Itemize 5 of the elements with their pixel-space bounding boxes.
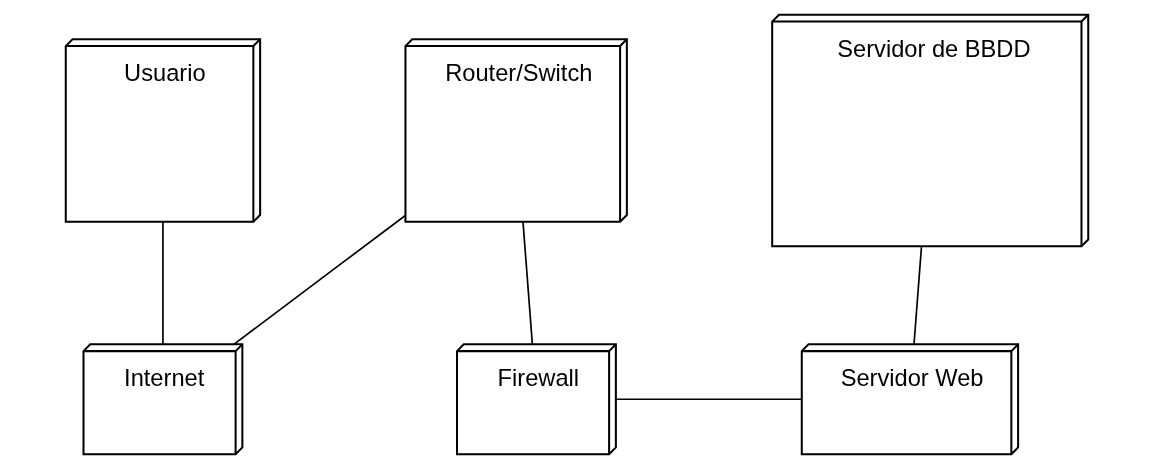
connector — [913, 246, 923, 345]
connector — [162, 221, 164, 346]
connector — [233, 214, 407, 346]
connector — [615, 398, 803, 401]
connector — [522, 221, 534, 346]
